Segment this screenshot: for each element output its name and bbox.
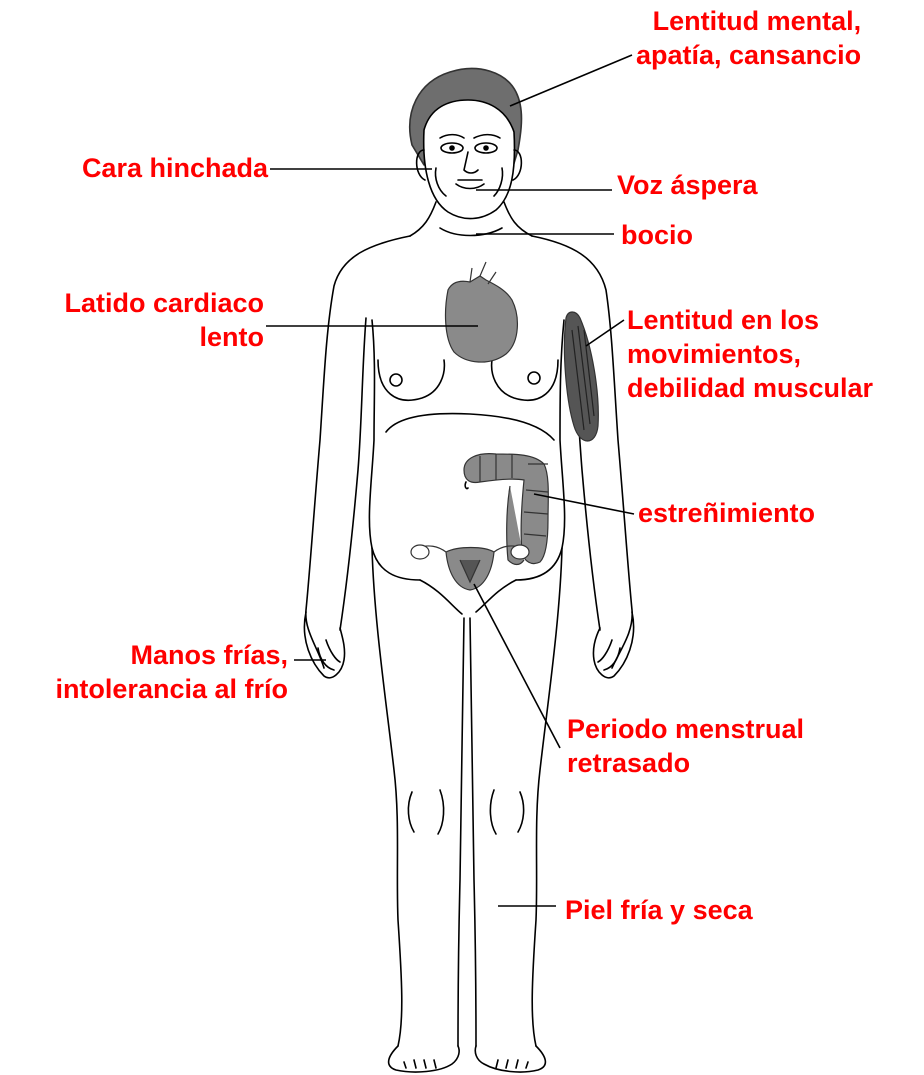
- label-periodo-line-1: Periodo menstrual: [567, 712, 804, 746]
- leader-musculo: [586, 320, 624, 346]
- right-nipple: [528, 372, 540, 384]
- label-latido-line-1: Latido cardiaco: [64, 286, 264, 320]
- right-ovary: [511, 545, 529, 559]
- label-muscle-weakness: Lentitud en los movimientos, debilidad m…: [627, 303, 873, 405]
- label-estrenimiento-line-1: estreñimiento: [638, 496, 815, 530]
- label-musculo-line-3: debilidad muscular: [627, 371, 873, 405]
- left-ovary: [411, 545, 429, 559]
- organs: [411, 262, 598, 590]
- label-mental-slowness: Lentitud mental, apatía, cansancio: [636, 4, 861, 72]
- label-hoarse-voice: Voz áspera: [617, 168, 758, 202]
- label-voz-line-1: Voz áspera: [617, 168, 758, 202]
- label-manos-line-2: intolerancia al frío: [55, 672, 288, 706]
- label-musculo-line-2: movimientos,: [627, 337, 873, 371]
- left-fingers: [318, 640, 340, 670]
- label-manos-line-1: Manos frías,: [55, 638, 288, 672]
- right-breast: [492, 360, 558, 400]
- belly: [386, 414, 554, 440]
- left-nipple: [390, 374, 402, 386]
- label-piel-line-1: Piel fría y seca: [565, 893, 753, 927]
- leader-mental: [510, 55, 632, 106]
- right-toes: [496, 1060, 528, 1068]
- label-goiter: bocio: [621, 218, 693, 252]
- left-toes: [404, 1060, 436, 1068]
- left-knee: [408, 790, 443, 834]
- label-latido-line-2: lento: [64, 320, 264, 354]
- right-pupil: [484, 146, 488, 150]
- groin-right: [476, 580, 516, 612]
- navel: [465, 482, 468, 489]
- right-fingers: [598, 640, 620, 670]
- left-arm-outer: [306, 236, 410, 668]
- left-foot: [389, 1046, 460, 1072]
- right-knee: [490, 790, 523, 834]
- label-cara-line-1: Cara hinchada: [82, 151, 268, 185]
- label-cold-hands: Manos frías, intolerancia al frío: [55, 638, 288, 706]
- right-foot: [475, 1046, 545, 1072]
- groin-left: [420, 580, 462, 614]
- left-arm-inner: [340, 318, 366, 630]
- label-mental-line-1: Lentitud mental,: [636, 4, 861, 38]
- left-leg-outer: [372, 548, 402, 1046]
- label-slow-heartbeat: Latido cardiaco lento: [64, 286, 264, 354]
- left-breast: [378, 360, 444, 400]
- heart: [446, 276, 518, 362]
- label-musculo-line-1: Lentitud en los: [627, 303, 873, 337]
- right-leg-outer: [532, 548, 562, 1046]
- leader-periodo: [474, 584, 560, 748]
- label-mental-line-2: apatía, cansancio: [636, 38, 861, 72]
- right-arm-outer: [532, 236, 632, 668]
- label-swollen-face: Cara hinchada: [82, 151, 268, 185]
- face: [424, 100, 515, 219]
- left-pupil: [450, 146, 454, 150]
- label-periodo-line-2: retrasado: [567, 746, 804, 780]
- label-constipation: estreñimiento: [638, 496, 815, 530]
- torso-left: [369, 320, 420, 580]
- arm-muscle: [564, 312, 598, 441]
- label-bocio-line-1: bocio: [621, 218, 693, 252]
- colon: [464, 454, 548, 564]
- label-cold-dry-skin: Piel fría y seca: [565, 893, 753, 927]
- left-leg-inner: [458, 618, 464, 1046]
- label-delayed-period: Periodo menstrual retrasado: [567, 712, 804, 780]
- right-leg-inner: [470, 618, 476, 1046]
